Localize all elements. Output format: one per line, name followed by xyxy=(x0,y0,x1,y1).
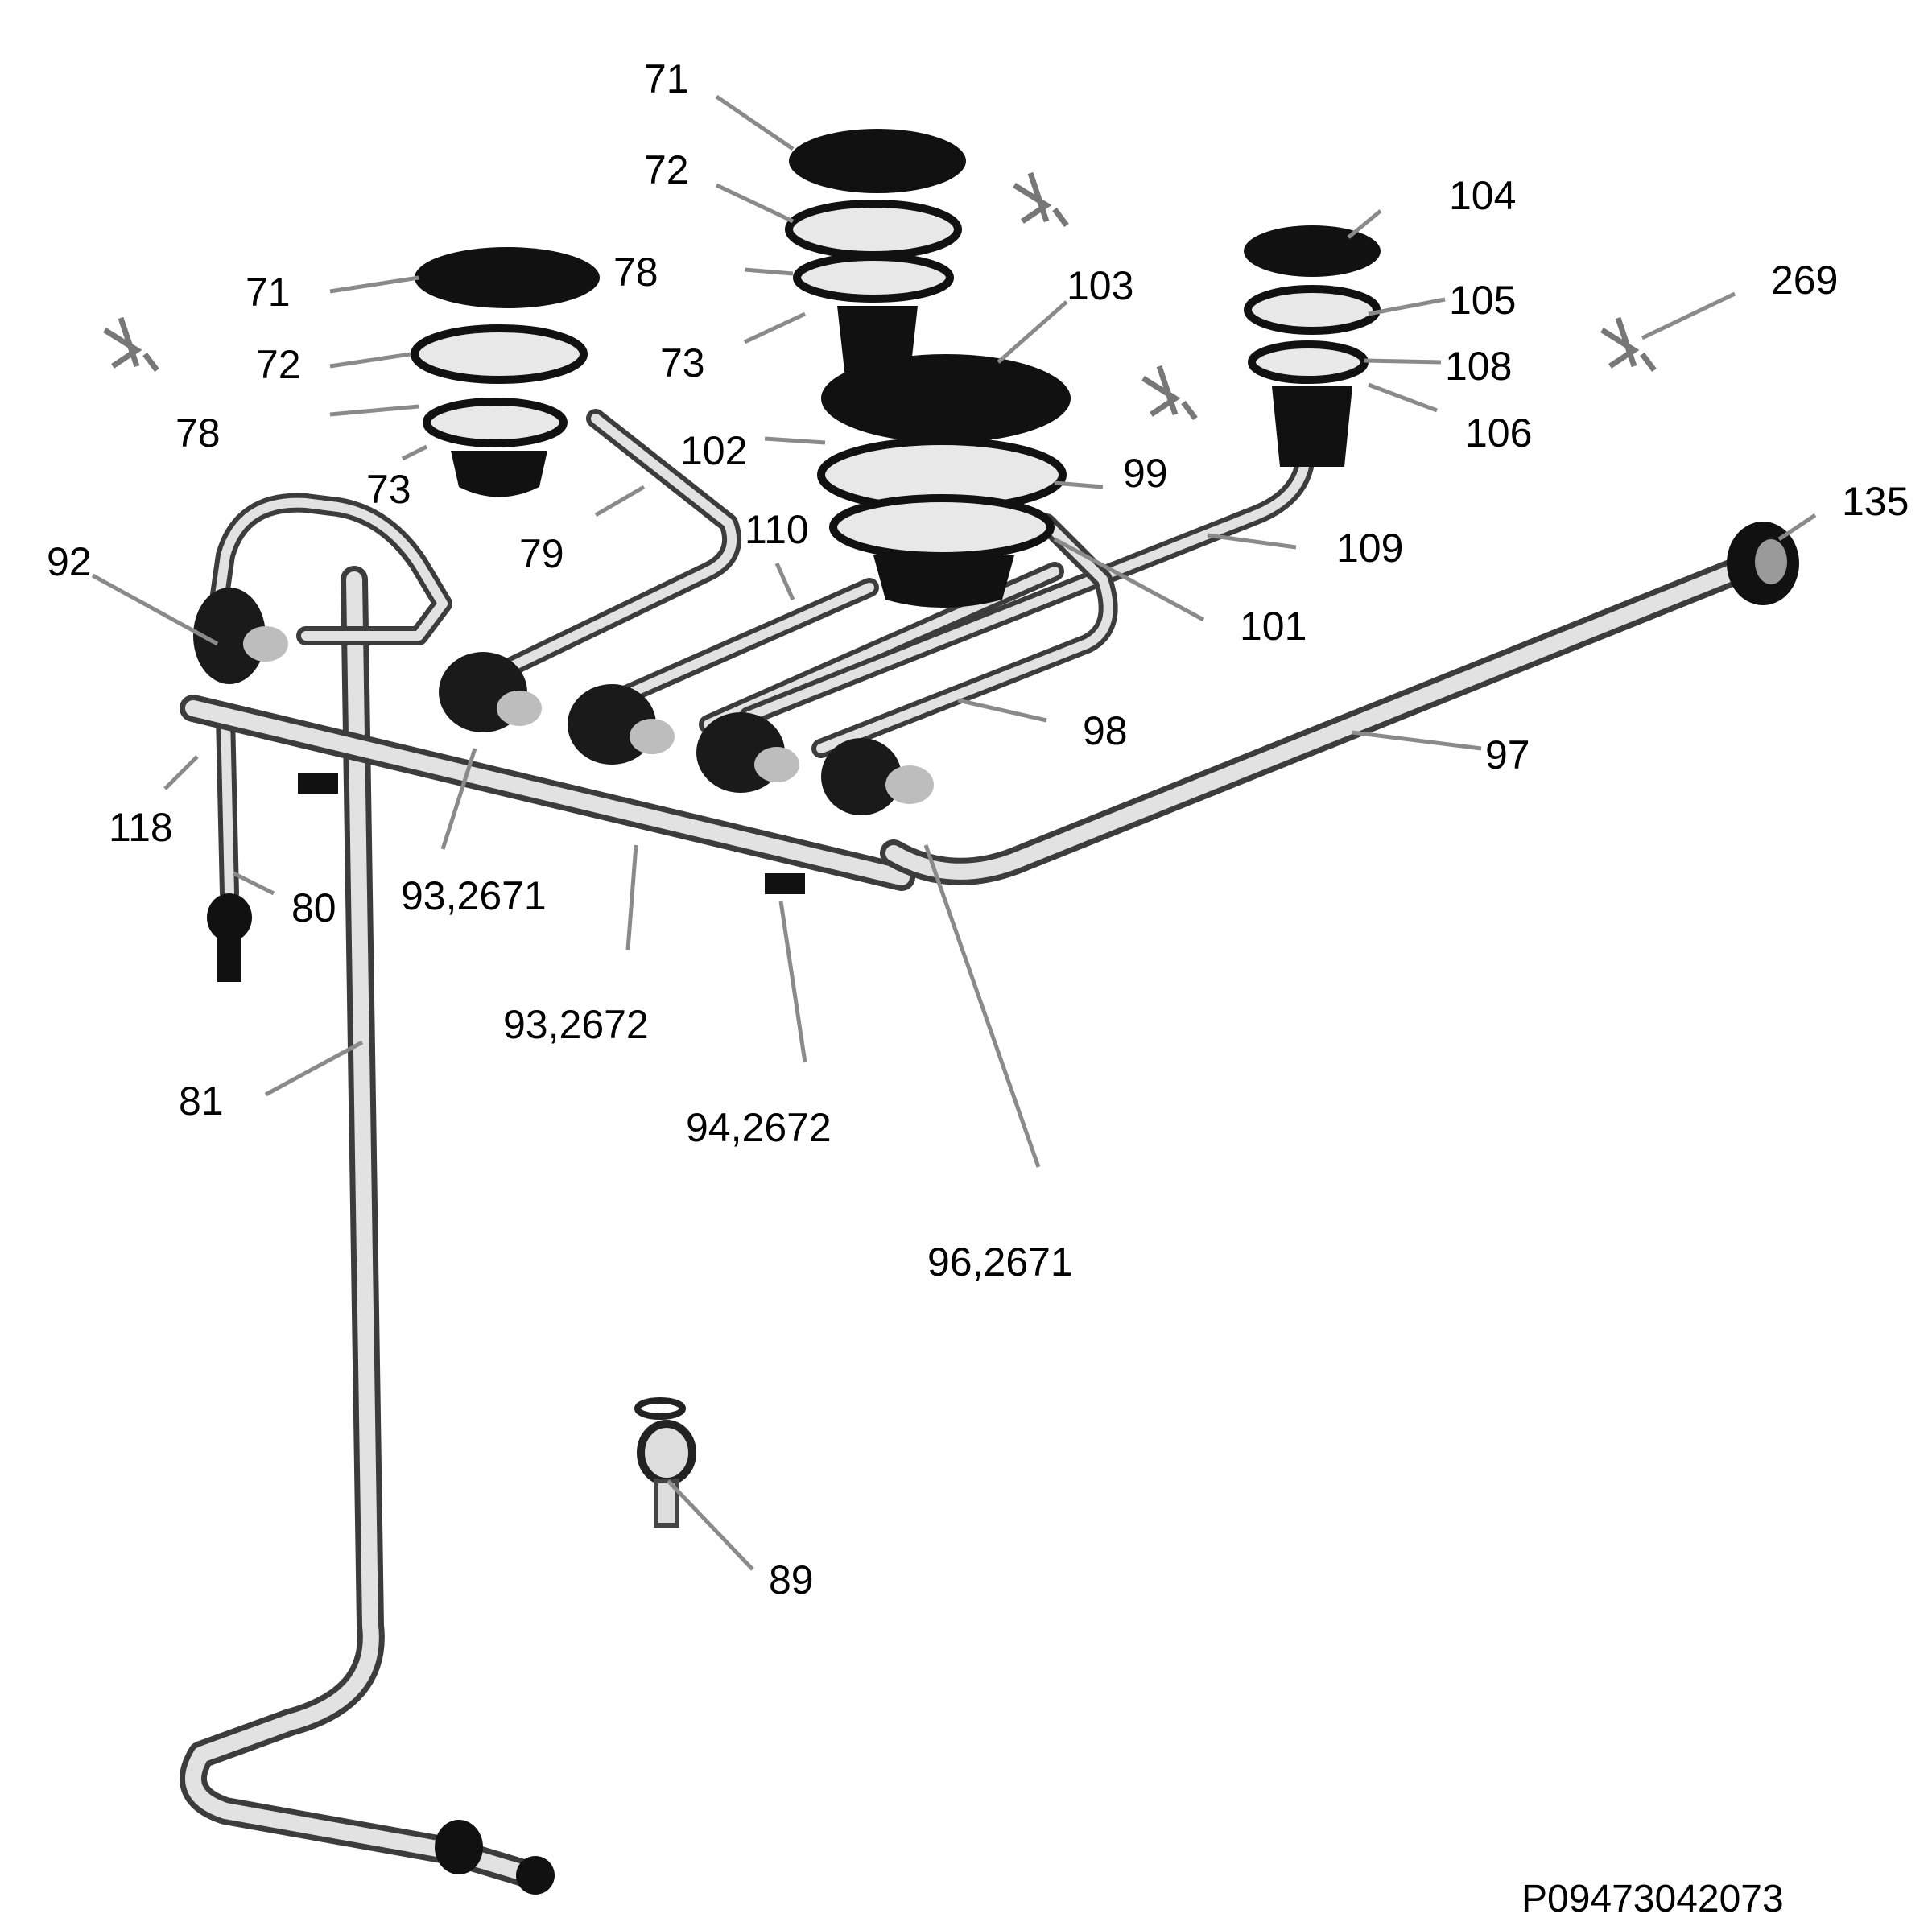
label-72-left: 72 xyxy=(256,342,301,387)
label-110: 110 xyxy=(745,507,809,552)
label-104: 104 xyxy=(1449,173,1516,218)
burner-large-center xyxy=(817,354,1071,608)
fitting-80 xyxy=(207,893,252,982)
inlet-pipe xyxy=(880,550,1769,885)
label-73-top: 73 xyxy=(660,340,705,386)
callout-labels: 71 72 78 73 71 72 78 73 79 102 103 110 9… xyxy=(47,56,1909,1920)
label-73-left: 73 xyxy=(366,467,411,512)
label-80: 80 xyxy=(291,885,336,930)
label-102: 102 xyxy=(680,428,747,473)
label-106: 106 xyxy=(1465,410,1532,456)
label-118: 118 xyxy=(109,805,173,850)
label-71-left: 71 xyxy=(246,270,291,315)
label-96-2671: 96,2671 xyxy=(927,1239,1073,1285)
valve xyxy=(439,652,542,732)
manifold-clamp xyxy=(298,773,805,894)
label-89: 89 xyxy=(769,1557,814,1602)
pipe-end-fittings xyxy=(435,1820,555,1895)
label-101: 101 xyxy=(1240,604,1307,649)
label-98: 98 xyxy=(1083,708,1128,753)
label-108: 108 xyxy=(1445,344,1512,389)
loop-pipe xyxy=(208,493,452,645)
leader-lines xyxy=(91,94,1817,1571)
thermocouple-clips xyxy=(103,171,1657,421)
valve xyxy=(193,588,288,684)
label-93-2672: 93,2672 xyxy=(503,1002,649,1047)
label-103: 103 xyxy=(1067,263,1133,308)
label-94-2672: 94,2672 xyxy=(686,1105,832,1150)
burner-left xyxy=(411,247,600,497)
label-109: 109 xyxy=(1336,526,1403,571)
manifold-bar xyxy=(180,695,915,891)
label-78-left: 78 xyxy=(175,410,221,456)
left-drop-pipe xyxy=(216,707,239,903)
valve xyxy=(821,738,934,815)
burner-top-middle xyxy=(785,129,966,378)
label-97: 97 xyxy=(1485,732,1530,777)
label-135: 135 xyxy=(1842,479,1909,524)
burner-right xyxy=(1244,225,1381,467)
valve xyxy=(696,712,799,793)
label-99: 99 xyxy=(1123,451,1168,496)
label-72-top: 72 xyxy=(644,147,689,192)
label-78-top: 78 xyxy=(613,250,658,295)
label-92: 92 xyxy=(47,539,92,584)
main-feed-pipe xyxy=(180,566,545,1889)
label-81: 81 xyxy=(179,1078,224,1124)
label-269: 269 xyxy=(1771,258,1838,303)
valve xyxy=(568,684,675,765)
label-93-2671: 93,2671 xyxy=(401,873,547,918)
label-79: 79 xyxy=(519,531,564,576)
inlet-connector xyxy=(1727,522,1799,605)
diagram-code: P09473042073 xyxy=(1521,1878,1784,1920)
label-71-top: 71 xyxy=(644,56,689,101)
injector-89 xyxy=(634,1397,696,1528)
label-105: 105 xyxy=(1449,278,1516,323)
gas-pipes xyxy=(180,409,1769,1889)
gas-valves xyxy=(193,588,934,894)
